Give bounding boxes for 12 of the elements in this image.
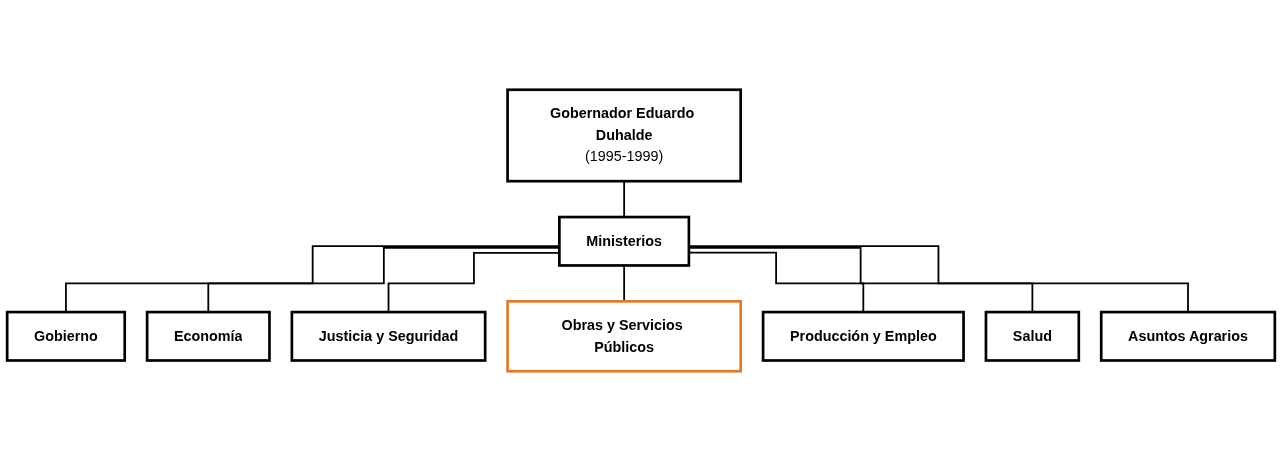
node-box: Producción y Empleo (761, 310, 965, 362)
node-box: Obras y Servicios Públicos (506, 299, 743, 373)
node-box: Gobierno (5, 310, 127, 362)
node-box: Gobernador Eduardo Duhalde (1995-1999) (506, 88, 743, 183)
connector (688, 247, 1034, 313)
connector (688, 245, 1189, 313)
connector (688, 251, 865, 313)
node-box: Salud (984, 310, 1081, 362)
node-box: Ministerios (558, 215, 691, 267)
node-box: Economía (145, 310, 271, 362)
node-box: Justicia y Seguridad (290, 310, 487, 362)
node-box: Asuntos Agrarios (1099, 310, 1277, 362)
